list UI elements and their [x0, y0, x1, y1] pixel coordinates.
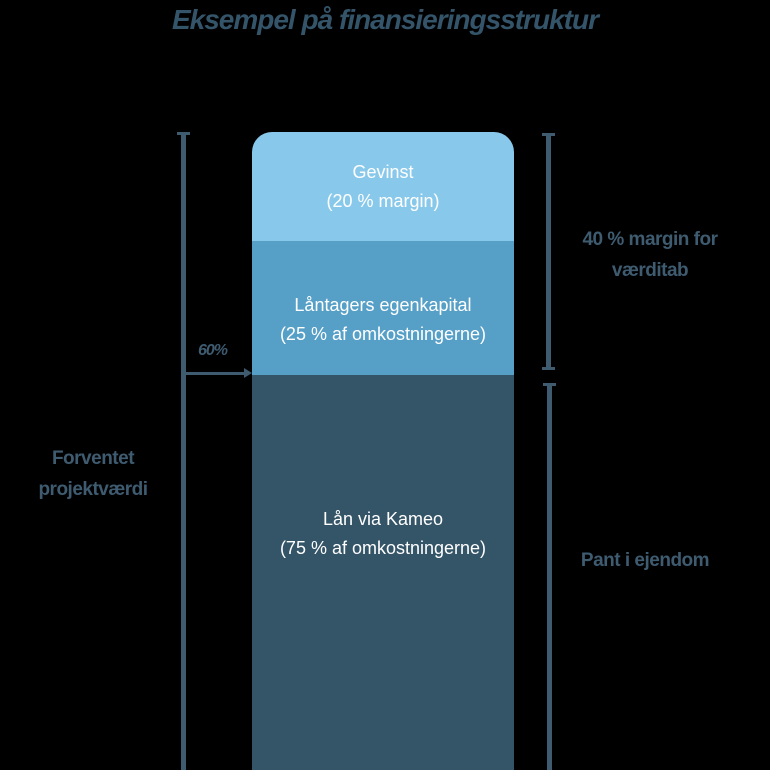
right-lower-bracket-label: Pant i ejendom — [580, 550, 710, 571]
financing-stacked-bar: Gevinst (20 % margin) Låntagers egenkapi… — [252, 132, 514, 770]
segment-profit-label: Gevinst — [352, 162, 414, 182]
right-upper-label-line2: værditab — [611, 260, 689, 281]
segment-loan-sublabel: (75 % af omkostningerne) — [279, 538, 487, 558]
segment-kameo-loan: Lån via Kameo (75 % af omkostningerne) — [252, 375, 514, 770]
left-label-line2: projektværdi — [38, 479, 148, 500]
right-upper-bracket-label: 40 % margin for værditab — [560, 224, 740, 286]
right-lower-bracket-line — [547, 383, 552, 770]
left-bracket-label: Forventet projektværdi — [18, 443, 168, 505]
right-upper-label-line1: 40 % margin for — [582, 229, 718, 250]
ltv-percent-label: 60% — [198, 342, 228, 359]
arrow-right-icon — [244, 368, 252, 378]
segment-profit: Gevinst (20 % margin) — [252, 132, 514, 241]
right-upper-bracket-line — [546, 133, 551, 369]
segment-profit-sublabel: (20 % margin) — [326, 191, 440, 211]
ltv-arrow-line — [186, 372, 246, 375]
diagram-title: Eksempel på finansieringsstruktur — [171, 4, 599, 35]
right-upper-bracket-bottom-cap — [542, 367, 555, 370]
segment-loan-label: Lån via Kameo — [322, 509, 444, 529]
left-bracket-line — [181, 132, 186, 770]
left-label-line1: Forventet — [51, 448, 135, 469]
segment-equity-label: Låntagers egenkapital — [294, 295, 472, 315]
segment-borrower-equity: Låntagers egenkapital (25 % af omkostnin… — [252, 241, 514, 375]
segment-equity-sublabel: (25 % af omkostningerne) — [279, 324, 487, 344]
